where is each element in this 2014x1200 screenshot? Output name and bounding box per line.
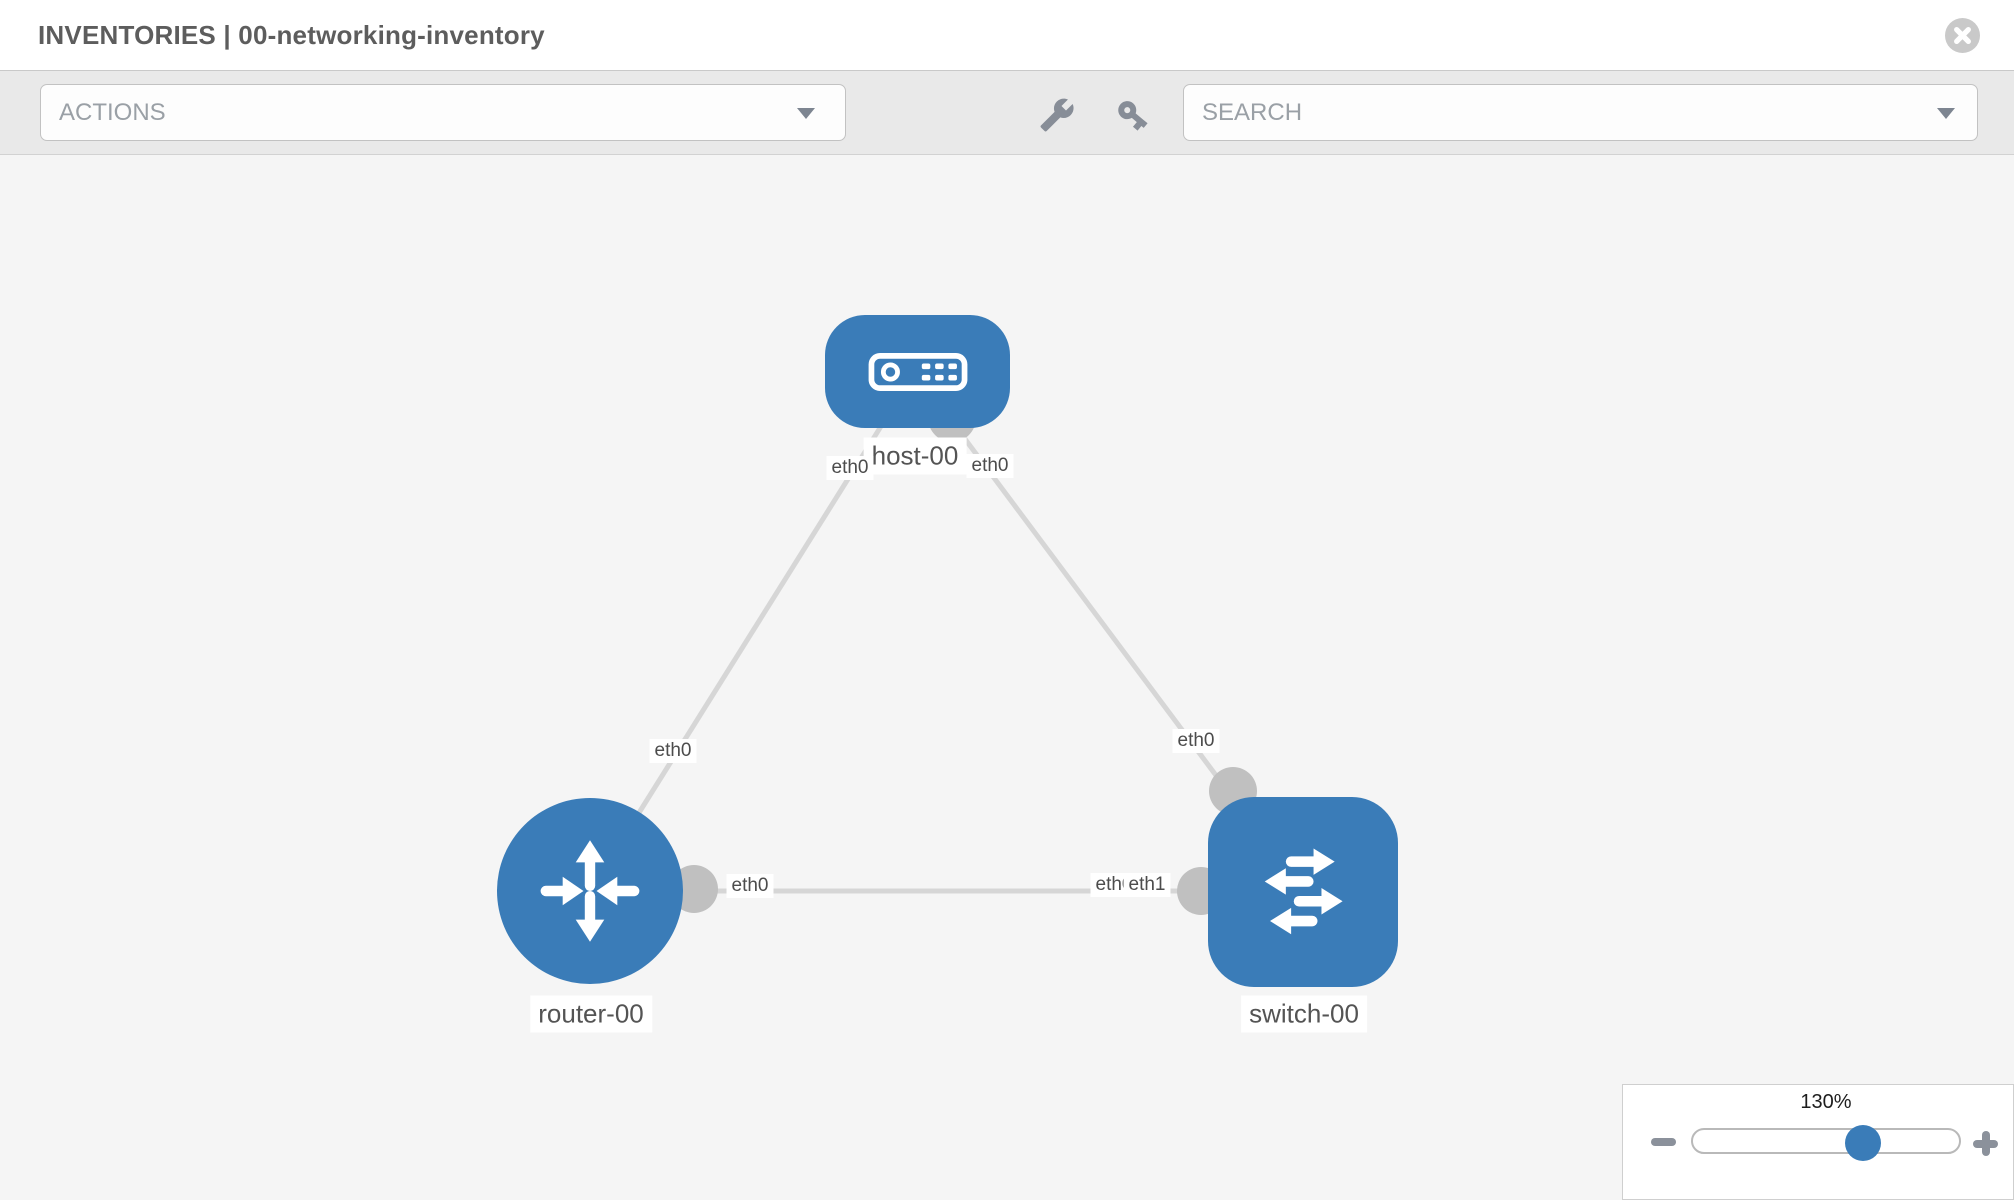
zoom-control-panel: 130%	[1622, 1084, 2014, 1200]
router-icon	[540, 840, 640, 942]
key-icon	[1118, 101, 1148, 131]
zoom-level-value: 130%	[1800, 1091, 1852, 1113]
page-title: INVENTORIES | 00-networking-inventory	[38, 19, 545, 50]
search-combobox[interactable]: SEARCH	[1183, 84, 1978, 141]
port-label-eth0: eth0	[1172, 729, 1220, 753]
port-label-eth1: eth1	[1123, 873, 1171, 897]
titlebar: INVENTORIES | 00-networking-inventory	[0, 0, 2014, 71]
port-label-eth0: eth0	[966, 454, 1014, 478]
port-label-eth0: eth0	[649, 739, 697, 763]
node-label-router-00: router-00	[530, 995, 652, 1033]
zoom-slider-track[interactable]	[1691, 1128, 1961, 1154]
port-label-eth0: eth0	[726, 874, 774, 898]
node-router-00[interactable]	[497, 798, 683, 984]
port-label-eth0: eth0	[826, 456, 874, 480]
topology-edges-layer	[587, 370, 1306, 915]
chevron-down-icon	[797, 107, 815, 119]
close-icon	[1945, 18, 1980, 53]
wrench-icon	[1040, 98, 1074, 132]
search-placeholder: SEARCH	[1202, 98, 1303, 126]
server-icon	[868, 352, 967, 391]
switch-icon	[1264, 848, 1343, 935]
topology-canvas[interactable]: host-00 router-00 switch-00 eth0 eth0 et…	[0, 155, 2014, 1200]
node-switch-00[interactable]	[1208, 797, 1398, 987]
chevron-down-icon	[1937, 107, 1955, 119]
credentials-button[interactable]	[1114, 97, 1152, 135]
node-label-host-00: host-00	[863, 437, 967, 475]
zoom-slider-thumb[interactable]	[1845, 1125, 1881, 1161]
zoom-out-button[interactable]	[1651, 1138, 1676, 1146]
zoom-in-button[interactable]	[1973, 1131, 1998, 1156]
close-button[interactable]	[1945, 18, 1980, 53]
node-host-00[interactable]	[825, 315, 1010, 428]
actions-dropdown[interactable]: ACTIONS	[40, 84, 846, 141]
node-label-switch-00: switch-00	[1241, 995, 1367, 1033]
toolbar: ACTIONS SEARCH	[0, 71, 2014, 155]
actions-dropdown-label: ACTIONS	[59, 98, 166, 126]
configure-button[interactable]	[1038, 97, 1076, 135]
